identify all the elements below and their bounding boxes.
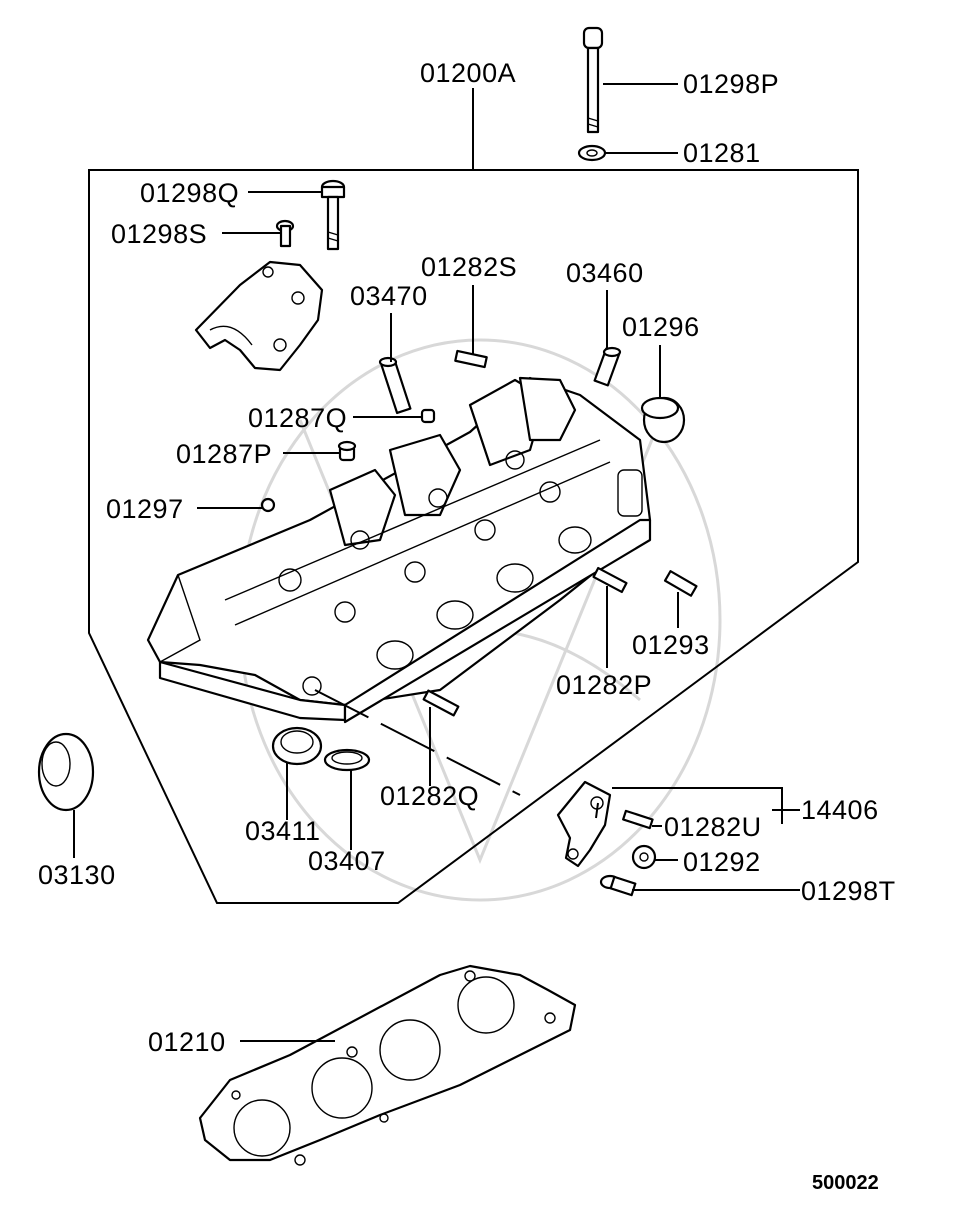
label-01298T: 01298T	[801, 876, 896, 906]
cylinder-head-body	[146, 376, 652, 724]
label-01287Q: 01287Q	[248, 403, 347, 433]
label-01200A: 01200A	[420, 58, 516, 88]
label-01296: 01296	[622, 312, 700, 342]
bolt-01298T-icon	[599, 874, 637, 897]
bolt-01298Q-icon	[320, 179, 346, 251]
plug-01296-icon	[640, 396, 686, 444]
camshaft-bearing-cap	[194, 260, 324, 372]
label-01210: 01210	[148, 1027, 226, 1057]
label-01282S: 01282S	[421, 252, 517, 282]
stud-01282P-icon	[592, 566, 628, 594]
valve-guide-03470-icon	[378, 356, 412, 415]
label-01292: 01292	[683, 847, 761, 877]
label-01298Q: 01298Q	[140, 178, 239, 208]
label-03411: 03411	[245, 816, 321, 846]
stud-01282Q-icon	[422, 689, 460, 717]
label-03460: 03460	[566, 258, 644, 288]
assembly-boundary	[88, 169, 859, 904]
label-03407: 03407	[308, 846, 386, 876]
bracket-14406-icon	[556, 780, 612, 868]
label-01281: 01281	[683, 138, 761, 168]
label-03130: 03130	[38, 860, 116, 890]
pin-01293-icon	[663, 570, 698, 597]
washer-01281-icon	[577, 144, 607, 162]
label-01282Q: 01282Q	[380, 781, 479, 811]
label-01297: 01297	[106, 494, 184, 524]
label-01293: 01293	[632, 630, 710, 660]
label-03470: 03470	[350, 281, 428, 311]
oil-seal-03130-icon	[37, 732, 95, 812]
part-labels: 01200A 01298P 01281 01298Q 01298S 01282S…	[38, 58, 896, 1194]
valve-guide-03460-icon	[593, 346, 622, 387]
stud-01282U-icon	[622, 809, 654, 830]
plug-01287Q-icon	[420, 408, 436, 424]
leader-lines	[73, 83, 800, 1042]
head-gasket-icon	[198, 964, 577, 1166]
plug-01287P-icon	[337, 440, 357, 462]
label-01298S: 01298S	[111, 219, 207, 249]
bolt-01298P-icon	[582, 26, 604, 134]
stud-01282S-icon	[454, 349, 488, 369]
label-14406: 14406	[801, 795, 879, 825]
figure-number: 500022	[812, 1172, 879, 1194]
seal-03411-icon	[271, 726, 323, 766]
label-01298P: 01298P	[683, 69, 779, 99]
label-01287P: 01287P	[176, 439, 272, 469]
nut-01292-icon	[631, 844, 657, 870]
bolt-01298S-icon	[275, 219, 295, 248]
label-01282P: 01282P	[556, 670, 652, 700]
seal-03407-icon	[323, 748, 371, 772]
ball-01297-icon	[260, 497, 276, 513]
label-01282U: 01282U	[664, 812, 762, 842]
